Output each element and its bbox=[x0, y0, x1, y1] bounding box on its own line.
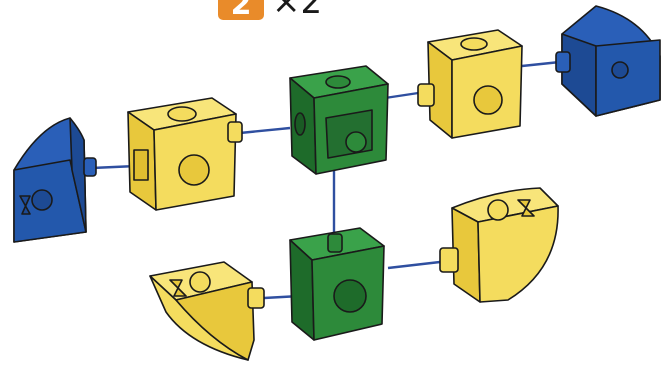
blue-dome-icon bbox=[13, 117, 97, 243]
connector-line bbox=[521, 60, 561, 68]
yellow-cube-icon bbox=[127, 97, 243, 211]
connector-lines bbox=[91, 60, 561, 300]
yellow-wedge-icon bbox=[149, 261, 265, 361]
connector-line bbox=[239, 126, 291, 135]
yellow-cube-icon bbox=[417, 29, 523, 139]
connector-line bbox=[387, 260, 441, 270]
quantity-label: ×2 bbox=[272, 0, 323, 22]
green-hub-icon bbox=[289, 227, 385, 341]
blue-dome-icon bbox=[555, 5, 661, 117]
yellow-wedge-icon bbox=[439, 187, 559, 303]
step-number-badge: 2 bbox=[218, 0, 264, 22]
green-hub-icon bbox=[289, 65, 389, 175]
